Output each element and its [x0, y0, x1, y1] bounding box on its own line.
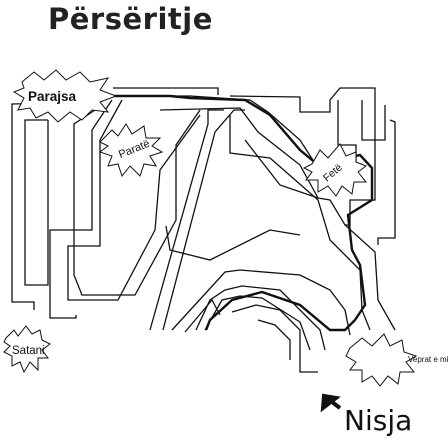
node-burst-parate [98, 123, 164, 178]
start-label: Nisja [344, 404, 413, 437]
maze-wall [257, 319, 291, 360]
maze-wall [149, 109, 224, 331]
maze-wall [229, 87, 376, 226]
node-label-parajsa: Parajsa [28, 89, 77, 104]
maze-wall [229, 115, 371, 331]
maze-wall [162, 109, 245, 331]
maze-wall [171, 269, 351, 336]
maze-wall [184, 298, 221, 333]
start-arrow-icon [320, 393, 342, 413]
maze-wall [361, 100, 386, 141]
route-line [112, 94, 374, 332]
maze-wall [49, 99, 113, 319]
node-label-veprat: Veprat e mira [408, 355, 448, 364]
node-burst-satani [3, 325, 51, 374]
maze-wall [24, 119, 49, 286]
node-burst-parajsa [12, 69, 118, 123]
maze-wall [195, 285, 326, 351]
node-burst-veprat [345, 333, 418, 387]
maze-wall [244, 139, 396, 331]
maze-wall [73, 107, 201, 296]
node-burst-fete [302, 143, 368, 197]
node-label-satani: Satani [12, 345, 45, 357]
maze-wall [67, 99, 201, 301]
page-title: Përsëritje [48, 2, 213, 36]
maze-wall [231, 304, 318, 373]
maze-wall [204, 295, 311, 351]
maze-wall [11, 102, 63, 310]
maze-wall [113, 87, 219, 95]
maze-wall [377, 119, 396, 245]
maze-wall [165, 225, 301, 261]
maze-wall [159, 107, 319, 199]
